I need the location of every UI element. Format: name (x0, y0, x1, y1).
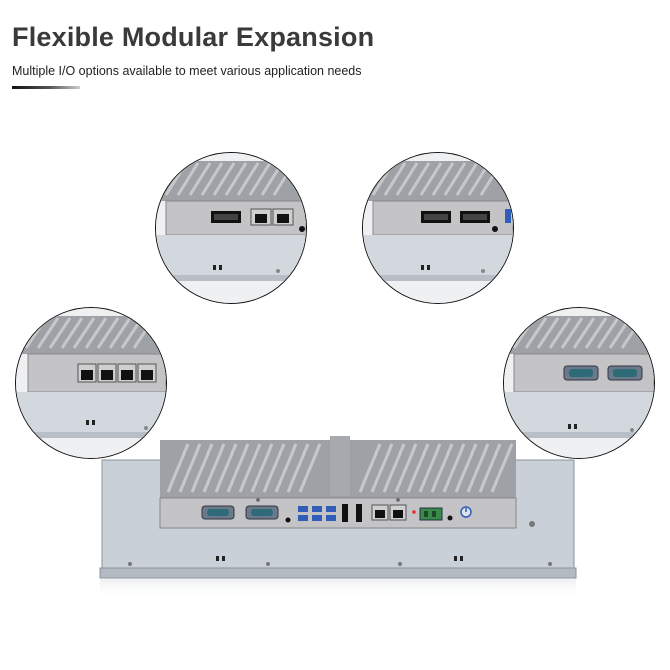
db9-serial-port-icon (607, 365, 643, 381)
gpio-header-icon (421, 211, 451, 223)
page-title: Flexible Modular Expansion (12, 22, 375, 52)
rj45-port-icon (250, 208, 272, 226)
rj45-port-icon (137, 363, 157, 383)
heatsink-fins-icon (160, 436, 516, 498)
rj45-port-icon (97, 363, 117, 383)
rj45-port-icon (272, 208, 294, 226)
panel-pc-rear-view (98, 432, 578, 602)
rj45-port-icon (77, 363, 97, 383)
hdmi-port-icon (342, 504, 362, 522)
dc-terminal-icon (419, 507, 443, 521)
heatsink-fins-icon (16, 316, 166, 354)
db9-serial-port-icon (245, 505, 279, 520)
rj45-port-icon (117, 363, 137, 383)
usb-port-icon (505, 209, 511, 223)
heatsink-fins-icon (156, 161, 306, 201)
rj45-port-icon (389, 504, 407, 521)
zoom-circle-dual-com (503, 307, 655, 459)
power-button-icon (460, 506, 472, 518)
usb-port-icon (298, 506, 336, 521)
gpio-header-icon (211, 211, 241, 223)
title-accent-bar (12, 86, 80, 89)
heatsink-fins-icon (363, 161, 513, 201)
db9-serial-port-icon (201, 505, 235, 520)
gpio-header-icon (460, 211, 490, 223)
heatsink-fins-icon (504, 316, 654, 354)
zoom-circle-gpio-lan (155, 152, 307, 304)
db9-serial-port-icon (563, 365, 599, 381)
rj45-port-icon (371, 504, 389, 521)
zoom-circle-gpio-usb (362, 152, 514, 304)
page-subtitle: Multiple I/O options available to meet v… (12, 64, 362, 78)
zoom-circle-quad-lan (15, 307, 167, 459)
